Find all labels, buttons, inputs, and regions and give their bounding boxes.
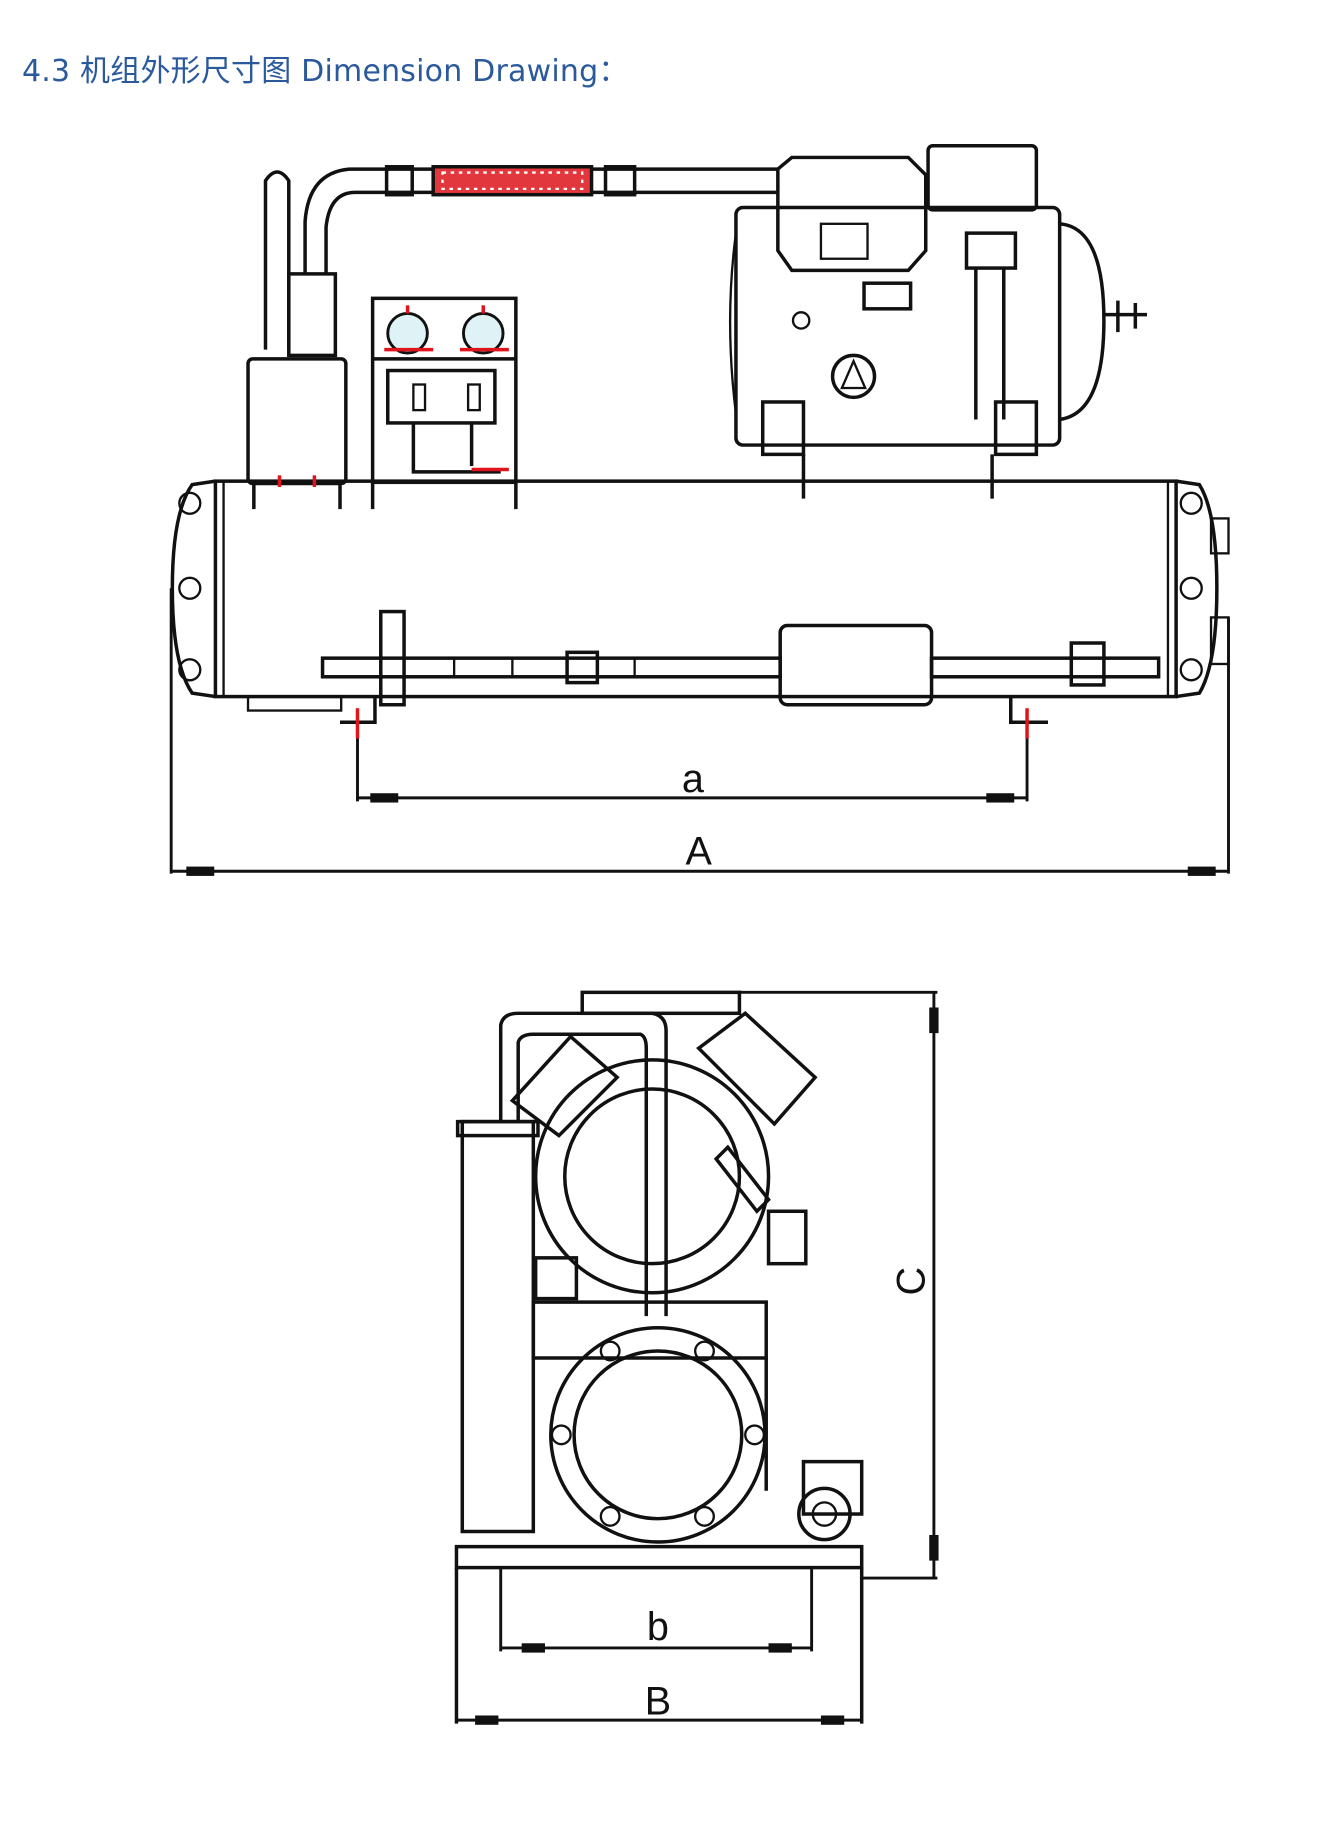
dimension-a: a bbox=[356, 738, 1029, 803]
dimension-b: b bbox=[499, 1567, 814, 1653]
dimension-A: A bbox=[169, 588, 1230, 876]
front-view: a A bbox=[169, 144, 1230, 876]
dimension-C: C bbox=[739, 990, 939, 1580]
dimension-label-B: B bbox=[645, 1679, 671, 1723]
side-view: C b B bbox=[454, 990, 939, 1725]
condenser-shell bbox=[170, 479, 1230, 712]
compressor-end bbox=[533, 1058, 771, 1295]
discharge-pipe bbox=[303, 165, 778, 274]
vibration-eliminator bbox=[431, 165, 594, 197]
filter-drier bbox=[778, 623, 934, 707]
condenser-end bbox=[549, 1325, 767, 1544]
dimension-B: B bbox=[456, 1679, 862, 1725]
dimension-label-C: C bbox=[890, 1267, 934, 1296]
receiver bbox=[460, 1119, 536, 1534]
dimension-label-b: b bbox=[647, 1605, 669, 1649]
dimension-label-a: a bbox=[682, 757, 705, 801]
pressure-gauge-icon bbox=[461, 312, 505, 355]
base-frame bbox=[454, 1544, 864, 1570]
liquid-line bbox=[320, 609, 1161, 707]
gauge-panel bbox=[370, 296, 518, 510]
pressure-gauge-icon bbox=[386, 312, 429, 355]
receiver bbox=[263, 170, 338, 358]
compressor bbox=[728, 144, 1147, 499]
page-title: 4.3 机组外形尺寸图 Dimension Drawing： bbox=[22, 54, 629, 89]
dimension-label-A: A bbox=[685, 829, 712, 873]
junction-box bbox=[246, 357, 348, 510]
